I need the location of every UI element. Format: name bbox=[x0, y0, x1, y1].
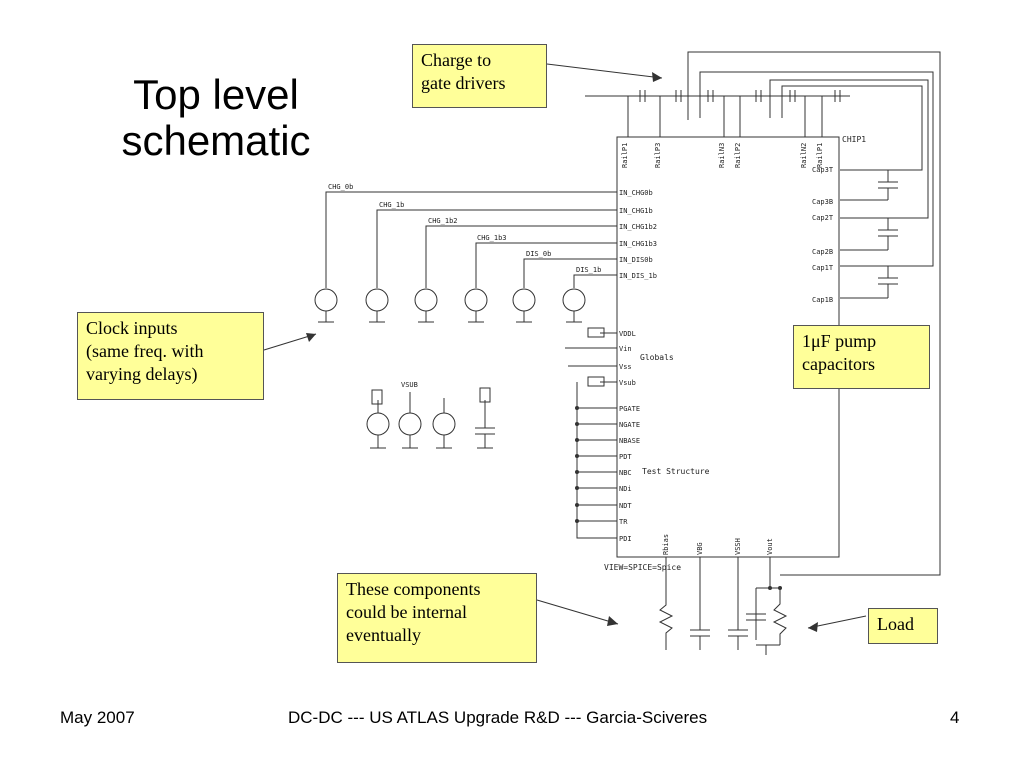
right-pin-2: Cap2T bbox=[812, 214, 834, 222]
callout-charge-line-1: Charge to bbox=[421, 50, 492, 70]
chip-label: CHIP1 bbox=[842, 135, 866, 144]
title-line-2: schematic bbox=[121, 117, 311, 164]
callout-charge-line-2: gate drivers bbox=[421, 73, 506, 93]
net-label-2: CHG_1b2 bbox=[428, 217, 458, 225]
left-pin-2: IN_CHG1b2 bbox=[619, 223, 657, 231]
top-rail-0: RailP1 bbox=[621, 143, 629, 168]
callout-clock-line-3: varying delays) bbox=[86, 364, 198, 384]
test-pin-4: NBC bbox=[619, 469, 632, 477]
global-pin-2: Vss bbox=[619, 363, 632, 371]
top-rail-3: RailP2 bbox=[734, 143, 742, 168]
bottom-pin-2: VSSH bbox=[734, 538, 742, 555]
right-pin-1: Cap3B bbox=[812, 198, 833, 206]
callout-pump: 1μF pump capacitors bbox=[793, 325, 930, 389]
right-pin-0: Cap3T bbox=[812, 166, 834, 174]
net-label-0: CHG_0b bbox=[328, 183, 353, 191]
callout-clock-line-2: (same freq. with bbox=[86, 341, 204, 361]
callout-clock-line-1: Clock inputs bbox=[86, 318, 178, 338]
left-pin-3: IN_CHG1b3 bbox=[619, 240, 657, 248]
footer-center: DC-DC --- US ATLAS Upgrade R&D --- Garci… bbox=[288, 708, 708, 727]
callout-load-text: Load bbox=[877, 614, 914, 634]
global-pin-1: Vin bbox=[619, 345, 632, 353]
left-pin-5: IN_DIS_1b bbox=[619, 272, 657, 280]
test-structure-label: Test Structure bbox=[642, 467, 710, 476]
test-pin-1: NGATE bbox=[619, 421, 640, 429]
test-pin-8: PDI bbox=[619, 535, 632, 543]
slide-title: Top level schematic bbox=[96, 72, 336, 164]
view-label: VIEW=SPICE=Spice bbox=[604, 563, 681, 572]
right-pin-3: Cap2B bbox=[812, 248, 833, 256]
footer-date: May 2007 bbox=[60, 708, 135, 727]
net-label-1: CHG_1b bbox=[379, 201, 404, 209]
callout-pump-line-2: capacitors bbox=[802, 354, 875, 374]
test-pin-2: NBASE bbox=[619, 437, 640, 445]
right-pin-5: Cap1B bbox=[812, 296, 833, 304]
net-label-5: DIS_1b bbox=[576, 266, 601, 274]
top-rail-5: RailP1 bbox=[816, 143, 824, 168]
left-pin-0: IN_CHG0b bbox=[619, 189, 653, 197]
footer-page-number: 4 bbox=[950, 708, 960, 727]
global-pin-3: Vsub bbox=[619, 379, 636, 387]
net-label-3: CHG_1b3 bbox=[477, 234, 507, 242]
title-line-1: Top level bbox=[133, 71, 299, 118]
global-pin-0: VDDL bbox=[619, 330, 636, 338]
top-rail-1: RailP3 bbox=[654, 143, 662, 168]
left-pin-1: IN_CHG1b bbox=[619, 207, 653, 215]
callout-internal: These components could be internal event… bbox=[337, 573, 537, 663]
callout-charge: Charge to gate drivers bbox=[412, 44, 547, 108]
test-pin-0: PGATE bbox=[619, 405, 640, 413]
callout-clock: Clock inputs (same freq. with varying de… bbox=[77, 312, 264, 400]
test-pin-6: NDT bbox=[619, 502, 632, 510]
right-pin-4: Cap1T bbox=[812, 264, 834, 272]
bottom-pin-1: VBG bbox=[696, 542, 704, 555]
callout-internal-line-2: could be internal bbox=[346, 602, 467, 622]
top-rail-4: RailN2 bbox=[800, 143, 808, 168]
globals-label: Globals bbox=[640, 353, 674, 362]
callout-pump-line-1: 1μF pump bbox=[802, 331, 877, 351]
top-rail-2: RailN3 bbox=[718, 143, 726, 168]
test-pin-7: TR bbox=[619, 518, 628, 526]
callout-load: Load bbox=[868, 608, 938, 644]
left-pin-4: IN_DIS0b bbox=[619, 256, 653, 264]
callout-internal-line-1: These components bbox=[346, 579, 481, 599]
bottom-pin-3: Vout bbox=[766, 538, 774, 555]
callout-internal-line-3: eventually bbox=[346, 625, 421, 645]
vsub-label: VSUB bbox=[401, 381, 418, 389]
bottom-pin-0: Rbias bbox=[662, 534, 670, 555]
test-pin-3: PDT bbox=[619, 453, 632, 461]
test-pin-5: NDi bbox=[619, 485, 632, 493]
net-label-4: DIS_0b bbox=[526, 250, 551, 258]
